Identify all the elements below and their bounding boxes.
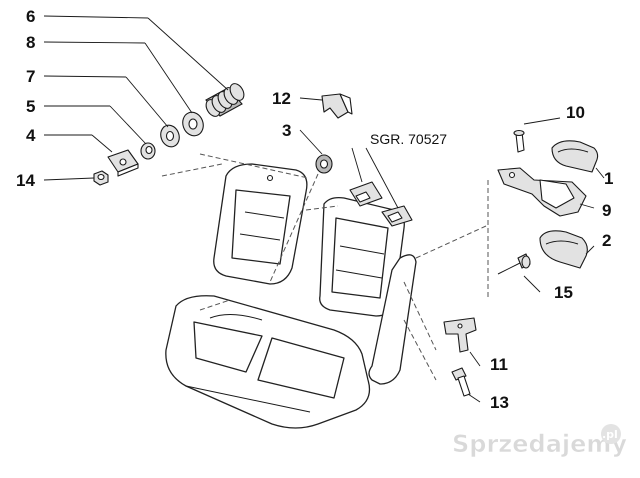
- bolt-part: [451, 367, 481, 403]
- square-plate-part: [107, 149, 139, 177]
- callout-11: 11: [490, 355, 508, 374]
- lock-bracket-part: [497, 167, 595, 217]
- large-washer-part: [182, 111, 204, 137]
- callout-5: 5: [26, 97, 35, 116]
- nut-part: [93, 170, 109, 186]
- backrest-left: [161, 153, 319, 285]
- bushing-part: [140, 142, 156, 160]
- watermark-text: Sprzedajemy: [452, 430, 627, 458]
- grommet-part: [299, 129, 333, 174]
- screw-part: [513, 117, 561, 153]
- callout-2: 2: [602, 231, 611, 250]
- callout-8: 8: [26, 33, 35, 52]
- callout-4: 4: [26, 126, 36, 145]
- callout-12: 12: [272, 89, 291, 108]
- callout-6: 6: [26, 7, 35, 26]
- watermark-badge: [601, 424, 621, 444]
- leader-lines-left: [43, 15, 229, 181]
- callout-9: 9: [602, 201, 611, 220]
- callout-13: 13: [490, 393, 509, 412]
- cover-part-lower: [539, 230, 595, 269]
- callout-1: 1: [604, 169, 613, 188]
- callout-15: 15: [554, 283, 573, 302]
- watermark-suffix: .pl: [602, 428, 618, 441]
- seat-cushion: [165, 295, 371, 429]
- hinge-part: [443, 317, 481, 367]
- callout-3: 3: [282, 121, 291, 140]
- sgr-clip-parts: [349, 147, 413, 227]
- watermark-logo: Sprzedajemy .pl: [452, 424, 628, 458]
- cover-part: [551, 140, 605, 179]
- callout-14: 14: [16, 171, 35, 190]
- callout-10: 10: [566, 103, 585, 122]
- medium-washer-part: [160, 124, 180, 148]
- backrest-right: [305, 196, 487, 385]
- pin-part: [497, 253, 541, 293]
- clip-part: [299, 93, 353, 119]
- reference-label: SGR. 70527: [370, 131, 447, 147]
- callout-7: 7: [26, 67, 35, 86]
